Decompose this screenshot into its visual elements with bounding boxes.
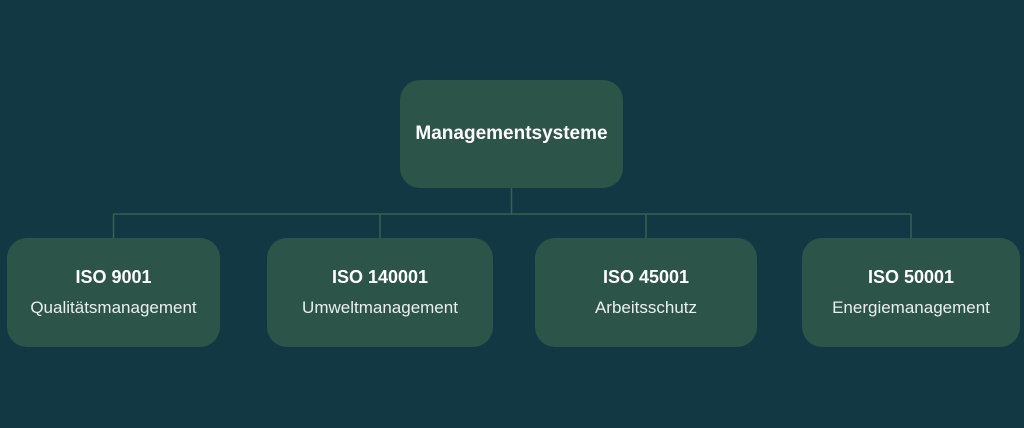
diagram-node-iso-50001: ISO 50001 Energiemanagement [802,238,1020,347]
node-subtitle: Qualitätsmanagement [30,297,197,317]
node-title: ISO 140001 [331,267,429,287]
diagram-node-iso-45001: ISO 45001 Arbeitsschutz [535,238,757,347]
diagram-node-root: Managementsysteme [400,80,623,188]
node-title: ISO 9001 [75,267,152,287]
diagram-node-iso-140001: ISO 140001 Umweltmanagement [267,238,493,347]
node-subtitle: Umweltmanagement [302,297,458,317]
node-subtitle: Arbeitsschutz [594,297,698,317]
root-node-label: Managementsysteme [415,123,608,144]
node-title: ISO 45001 [602,267,690,287]
diagram-node-iso-9001: ISO 9001 Qualitätsmanagement [7,238,220,347]
node-title: ISO 50001 [867,267,955,287]
node-subtitle: Energiemanagement [832,297,990,317]
